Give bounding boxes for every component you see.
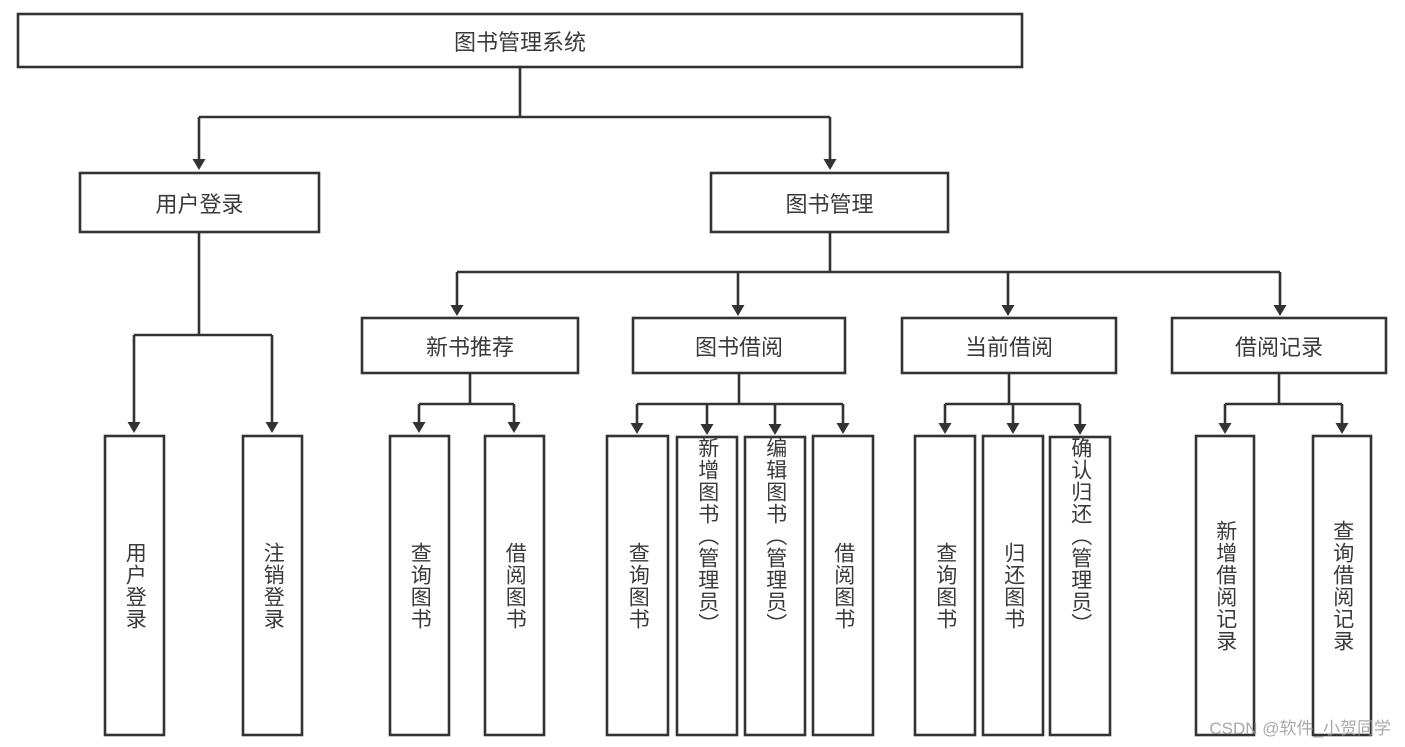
node-box-leaf-query-record[interactable] <box>1311 434 1373 737</box>
node-box-leaf-user-login[interactable] <box>103 434 166 737</box>
node-box-leaf-return-book[interactable] <box>981 434 1045 737</box>
node-box-leaf-query-book-borrow[interactable] <box>605 434 670 737</box>
node-box-book-borrow[interactable] <box>631 316 847 375</box>
node-box-user-login[interactable] <box>78 171 321 234</box>
node-box-leaf-add-book-admin[interactable] <box>675 435 739 737</box>
node-box-leaf-confirm-return-admin[interactable] <box>1048 435 1112 737</box>
node-box-leaf-add-record[interactable] <box>1194 434 1256 737</box>
node-box-leaf-query-book-rec[interactable] <box>388 434 451 737</box>
node-box-leaf-edit-book-admin[interactable] <box>743 435 807 737</box>
node-box-leaf-borrow-book-rec[interactable] <box>483 434 546 737</box>
node-box-leaf-query-book-current[interactable] <box>913 434 977 737</box>
node-box-root[interactable] <box>16 12 1024 69</box>
node-boxes <box>16 12 1388 737</box>
node-box-new-book-recommend[interactable] <box>360 316 580 375</box>
node-box-leaf-borrow-book[interactable] <box>811 434 875 737</box>
node-box-current-borrow[interactable] <box>900 316 1118 375</box>
node-box-book-manage[interactable] <box>709 171 950 234</box>
node-box-borrow-record[interactable] <box>1170 316 1388 375</box>
node-box-leaf-logout[interactable] <box>241 434 304 737</box>
connectors <box>127 67 1349 435</box>
